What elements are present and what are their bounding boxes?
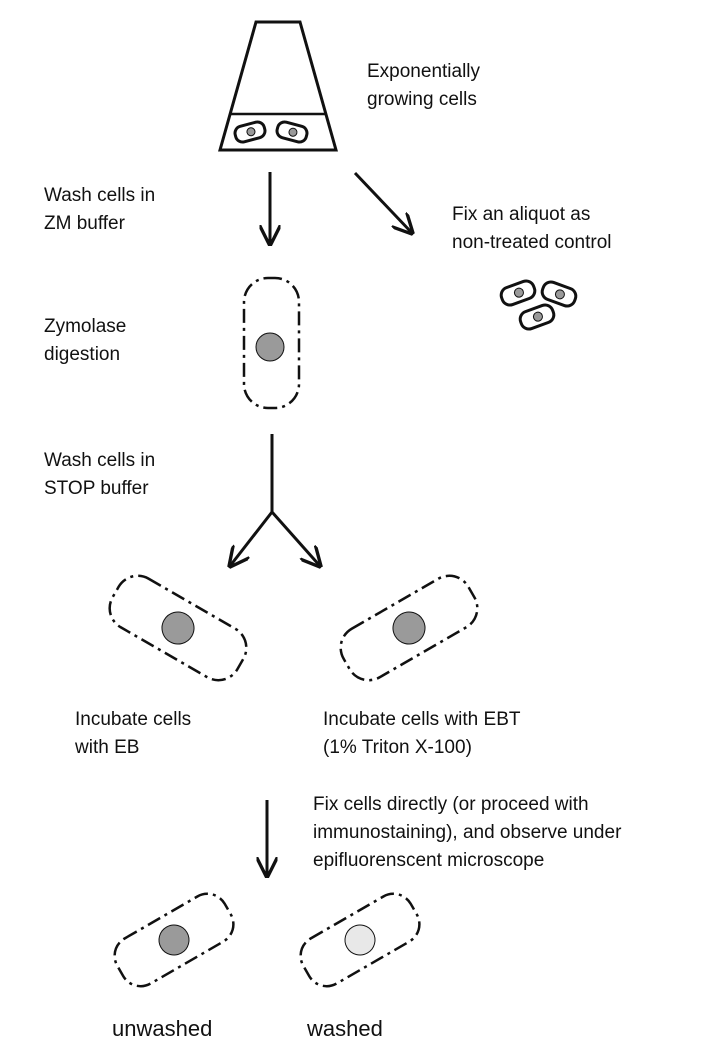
label-line: digestion xyxy=(44,344,121,365)
label-line: Incubate cells xyxy=(75,709,192,730)
label-fix-control: Fix an aliquot as non-treated control xyxy=(452,201,612,257)
label-washed: washed xyxy=(307,1016,383,1041)
label-line: Exponentially xyxy=(367,61,481,82)
label-zymolase: Zymolase digestion xyxy=(44,313,126,369)
flask xyxy=(218,20,338,152)
label-unwashed: unwashed xyxy=(112,1016,213,1041)
label-line: epifluorenscent microscope xyxy=(313,850,545,871)
label-fix-observe: Fix cells directly (or proceed with immu… xyxy=(313,791,621,875)
label-wash-zm: Wash cells in ZM buffer xyxy=(44,182,155,238)
label-line: Fix an aliquot as xyxy=(452,204,591,225)
control-cell xyxy=(518,303,556,331)
label-wash-stop: Wash cells in STOP buffer xyxy=(44,447,155,503)
label-line: Zymolase xyxy=(44,316,127,337)
label-line: Wash cells in xyxy=(44,450,156,471)
label-line: Wash cells in xyxy=(44,185,156,206)
label-line: growing cells xyxy=(367,89,477,110)
arrow-to-eb xyxy=(230,511,274,566)
label-incubate-ebt: Incubate cells with EBT (1% Triton X-100… xyxy=(323,706,520,762)
flask-cell xyxy=(233,120,267,144)
ebt-cell xyxy=(339,574,479,682)
control-cell xyxy=(540,280,578,308)
washed-cell xyxy=(299,892,421,988)
label-line: ZM buffer xyxy=(44,213,125,234)
flask-cell xyxy=(275,120,309,144)
eb-cell xyxy=(108,574,248,682)
arrow-to-control xyxy=(353,171,412,233)
label-line: with EB xyxy=(75,737,140,758)
spheroplast-cell xyxy=(242,276,301,410)
control-cell xyxy=(499,279,537,307)
label-line: STOP buffer xyxy=(44,478,149,499)
label-line: (1% Triton X-100) xyxy=(323,737,472,758)
arrow-to-ebt xyxy=(270,511,320,566)
unwashed-cell xyxy=(113,892,235,988)
label-line: Incubate cells with EBT xyxy=(323,709,521,730)
label-line: immunostaining), and observe under xyxy=(313,822,622,843)
label-exponential-growth: Exponentially growing cells xyxy=(367,58,480,114)
label-line: non-treated control xyxy=(452,232,612,253)
label-incubate-eb: Incubate cells with EB xyxy=(75,706,191,762)
label-line: Fix cells directly (or proceed with xyxy=(313,794,589,815)
